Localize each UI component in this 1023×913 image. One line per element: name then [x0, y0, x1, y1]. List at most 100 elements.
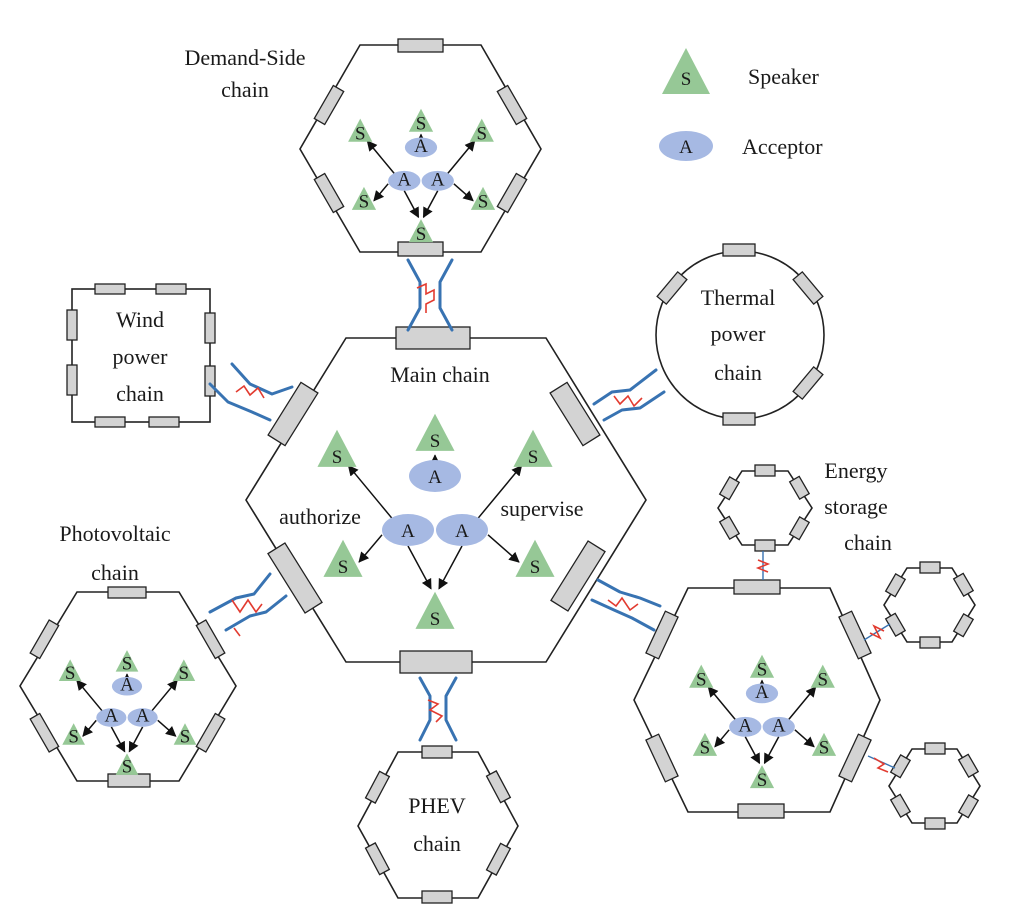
- port: [364, 842, 391, 876]
- energy-title-3: chain: [844, 530, 892, 555]
- port: [952, 572, 975, 598]
- acceptor-label: A: [772, 715, 786, 736]
- port: [421, 745, 453, 759]
- speaker-node: [115, 650, 139, 672]
- wind-title-1: Wind: [116, 307, 164, 332]
- port: [838, 610, 872, 660]
- legend-speaker-label: Speaker: [748, 64, 820, 89]
- port: [645, 610, 679, 660]
- speaker-label: S: [359, 192, 370, 213]
- speaker-label: S: [65, 663, 76, 684]
- acceptor-label: A: [397, 169, 411, 190]
- acceptor-node: [729, 716, 762, 737]
- speaker-label: S: [530, 557, 541, 578]
- speaker-node: [173, 723, 197, 745]
- speaker-node: [469, 118, 494, 142]
- speaker-node: [317, 429, 357, 467]
- port: [66, 364, 78, 396]
- speaker-label: S: [122, 654, 133, 675]
- arrow: [477, 464, 523, 520]
- arrow: [128, 726, 144, 753]
- speaker-node: [323, 539, 363, 577]
- port: [957, 753, 980, 779]
- port: [485, 770, 512, 804]
- speaker-label: S: [338, 557, 349, 578]
- photovoltaic-title: Photovoltaic: [59, 521, 170, 546]
- speaker-node: [515, 539, 555, 577]
- energy-title-1: Energy: [824, 458, 887, 483]
- supervise-label: supervise: [500, 496, 583, 521]
- port: [754, 539, 776, 552]
- arrow: [157, 719, 177, 737]
- port: [94, 416, 126, 428]
- port: [737, 803, 785, 819]
- port: [645, 733, 679, 783]
- port: [195, 712, 226, 753]
- port: [148, 416, 180, 428]
- phev-subtitle: chain: [413, 831, 461, 856]
- acceptor-label: A: [755, 682, 769, 703]
- speaker-label: S: [180, 727, 191, 748]
- arrow: [347, 464, 393, 520]
- port: [66, 309, 78, 341]
- port: [195, 619, 226, 660]
- port: [395, 326, 471, 350]
- port: [29, 619, 60, 660]
- speaker-node: [62, 723, 85, 745]
- speaker-node: [811, 732, 837, 756]
- arrow: [366, 140, 396, 175]
- port: [919, 561, 941, 574]
- speaker-label: S: [700, 738, 711, 759]
- port: [718, 475, 741, 501]
- speaker-node: [348, 118, 373, 142]
- port: [792, 365, 824, 401]
- cross-chain-connectors: [208, 258, 666, 742]
- acceptor-label: A: [738, 715, 752, 736]
- arrow: [763, 736, 780, 765]
- speaker-label: S: [696, 669, 707, 690]
- speaker-node: [749, 654, 775, 678]
- speaker-label: S: [528, 447, 539, 468]
- port: [788, 515, 811, 541]
- acceptor-label: A: [401, 521, 415, 542]
- arrow: [76, 679, 103, 712]
- legend-acceptor-icon: [659, 131, 713, 161]
- energy-storage-chain: Energy storage chain: [633, 458, 981, 830]
- speaker-label: S: [68, 727, 79, 748]
- arrow: [438, 545, 463, 590]
- port: [722, 243, 756, 257]
- connector-thermal-main: [592, 368, 666, 422]
- port: [924, 817, 946, 830]
- port: [952, 612, 975, 638]
- acceptor-label: A: [136, 706, 150, 727]
- speaker-node: [749, 765, 775, 789]
- speaker-node: [58, 659, 82, 681]
- speaker-label: S: [478, 192, 489, 213]
- acceptor-label: A: [455, 521, 469, 542]
- arrow: [82, 719, 97, 737]
- port: [397, 38, 444, 53]
- port: [267, 381, 319, 447]
- speaker-node: [470, 186, 496, 210]
- acceptor-label: A: [104, 706, 118, 727]
- port: [957, 793, 980, 819]
- arrow: [422, 190, 439, 219]
- legend-acceptor-symbol: A: [679, 137, 693, 158]
- speaker-node: [689, 664, 714, 688]
- port: [754, 464, 776, 477]
- port: [496, 84, 528, 126]
- arrow: [358, 534, 383, 563]
- acceptor-node: [421, 170, 454, 191]
- arrow: [787, 686, 817, 721]
- thermal-title-3: chain: [714, 360, 762, 385]
- acceptor-node: [762, 716, 795, 737]
- acceptor-node: [436, 514, 488, 546]
- photovoltaic-chain: Photovoltaic chain: [19, 521, 237, 788]
- arrow: [373, 183, 389, 202]
- legend: S Speaker A Acceptor: [659, 48, 823, 161]
- thermal-power-chain: Thermal power chain: [655, 243, 825, 426]
- arrow: [151, 679, 178, 712]
